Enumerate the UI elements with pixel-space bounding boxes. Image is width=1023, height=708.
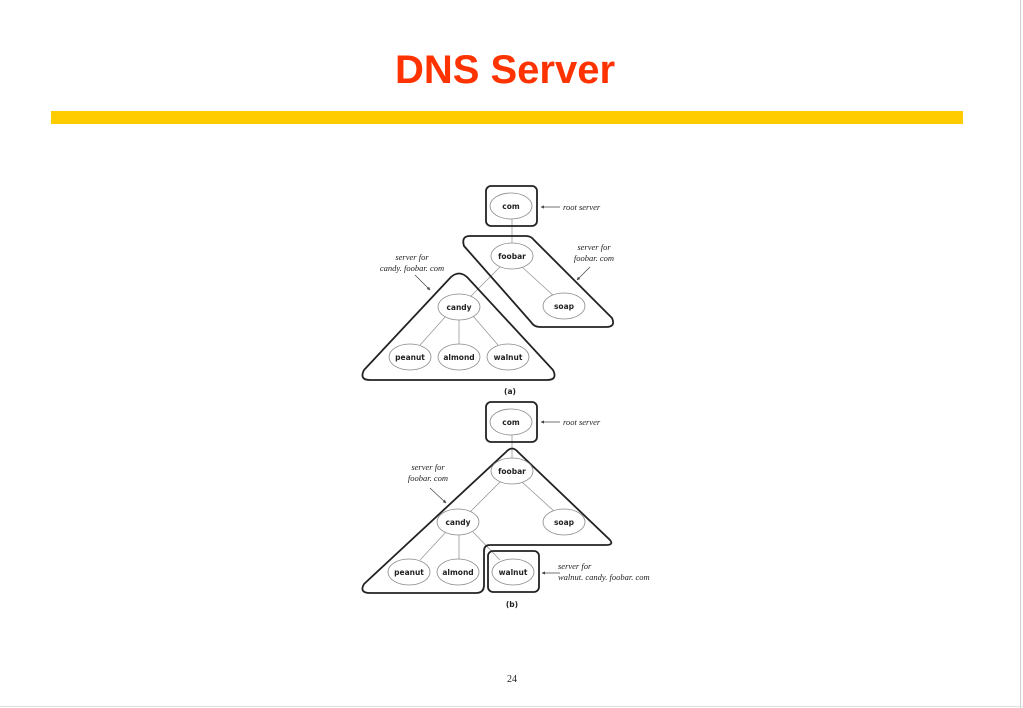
diagram-a-zones bbox=[361, 185, 615, 381]
node-soap: soap bbox=[554, 302, 575, 311]
node-peanut: peanut bbox=[395, 353, 425, 362]
node-foobar: foobar bbox=[498, 252, 526, 261]
annotation-root-server-a: root server bbox=[563, 202, 601, 212]
diagram-a: com foobar soap candy peanut almond waln… bbox=[361, 185, 615, 396]
edge-candy-peanut bbox=[419, 315, 447, 346]
node-soap-b: soap bbox=[554, 518, 575, 527]
zone-root-a bbox=[485, 185, 538, 227]
node-walnut: walnut bbox=[494, 353, 523, 362]
node-peanut-b: peanut bbox=[394, 568, 424, 577]
zone-walnut-b bbox=[487, 550, 540, 593]
slide-bottom-line bbox=[0, 706, 1023, 707]
node-almond: almond bbox=[443, 353, 474, 362]
zone-foobar-b bbox=[361, 447, 613, 594]
diagram-b-arrows bbox=[429, 420, 560, 575]
node-candy: candy bbox=[446, 303, 471, 312]
diagram-b-edges bbox=[419, 434, 556, 561]
annotation-foobar-line1-b: server for bbox=[411, 462, 445, 472]
zone-foobar-a bbox=[462, 235, 615, 328]
edge-foobar-candy bbox=[469, 266, 501, 298]
annotation-root-server-b: root server bbox=[563, 417, 601, 427]
slide-title: DNS Server bbox=[394, 48, 616, 92]
diagram-b: com foobar candy soap peanut almond waln… bbox=[361, 401, 650, 609]
node-almond-b: almond bbox=[442, 568, 473, 577]
node-candy-b: candy bbox=[445, 518, 470, 527]
arrow-foobar-a bbox=[576, 266, 591, 281]
annotation-foobar-line2-b: foobar. com bbox=[408, 473, 448, 483]
page-number: 24 bbox=[507, 674, 517, 685]
edge-candy-peanut-b bbox=[419, 531, 447, 561]
title-underline-bar bbox=[51, 111, 963, 124]
diagram-b-nodes: com foobar candy soap peanut almond waln… bbox=[387, 408, 586, 586]
edge-foobar-candy-b bbox=[469, 481, 501, 513]
zone-root-b bbox=[485, 401, 538, 443]
edge-foobar-soap-b bbox=[521, 481, 556, 513]
diagram-a-nodes: com foobar soap candy peanut almond waln… bbox=[388, 192, 586, 371]
arrow-foobar-b bbox=[429, 487, 447, 504]
annotation-candy-line2-a: candy. foobar. com bbox=[380, 263, 444, 273]
node-com-b: com bbox=[502, 418, 520, 427]
diagram-b-zones bbox=[361, 401, 613, 594]
diagram-a-arrows bbox=[414, 205, 591, 291]
annotation-candy-line1-a: server for bbox=[395, 252, 429, 262]
diagram-a-edges bbox=[419, 218, 556, 346]
annotation-walnut-line1-b: server for bbox=[558, 561, 592, 571]
edge-foobar-soap bbox=[521, 266, 556, 298]
edge-candy-walnut bbox=[472, 315, 499, 346]
annotation-foobar-line2-a: foobar. com bbox=[574, 253, 614, 263]
annotation-foobar-line1-a: server for bbox=[577, 242, 611, 252]
caption-b: (b) bbox=[506, 600, 518, 609]
caption-a: (a) bbox=[504, 387, 516, 396]
zone-candy-a bbox=[361, 272, 556, 381]
node-walnut-b: walnut bbox=[499, 568, 528, 577]
node-foobar-b: foobar bbox=[498, 467, 526, 476]
slide-edge-line bbox=[1020, 0, 1021, 708]
node-com: com bbox=[502, 202, 520, 211]
annotation-walnut-line2-b: walnut. candy. foobar. com bbox=[558, 572, 650, 582]
arrow-candy-a bbox=[414, 274, 431, 291]
